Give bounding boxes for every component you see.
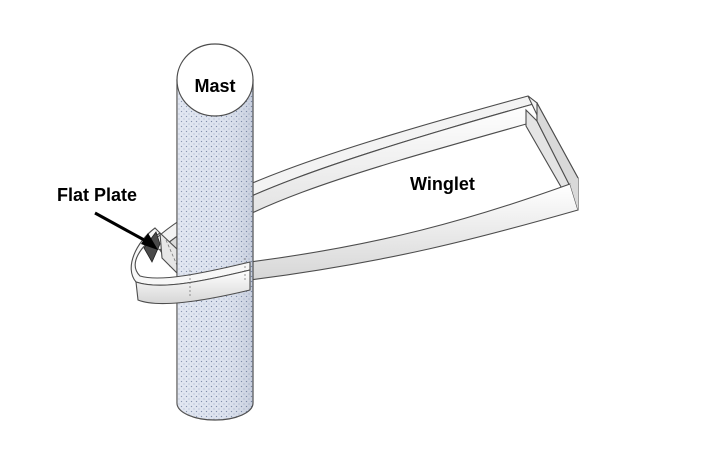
mast-cylinder <box>176 43 254 421</box>
flat-plate-arrow <box>94 211 158 250</box>
flat-plate-label: Flat Plate <box>57 185 137 205</box>
winglet-tip <box>525 95 579 211</box>
winglet-label: Winglet <box>410 174 475 194</box>
mast-label: Mast <box>194 76 235 96</box>
